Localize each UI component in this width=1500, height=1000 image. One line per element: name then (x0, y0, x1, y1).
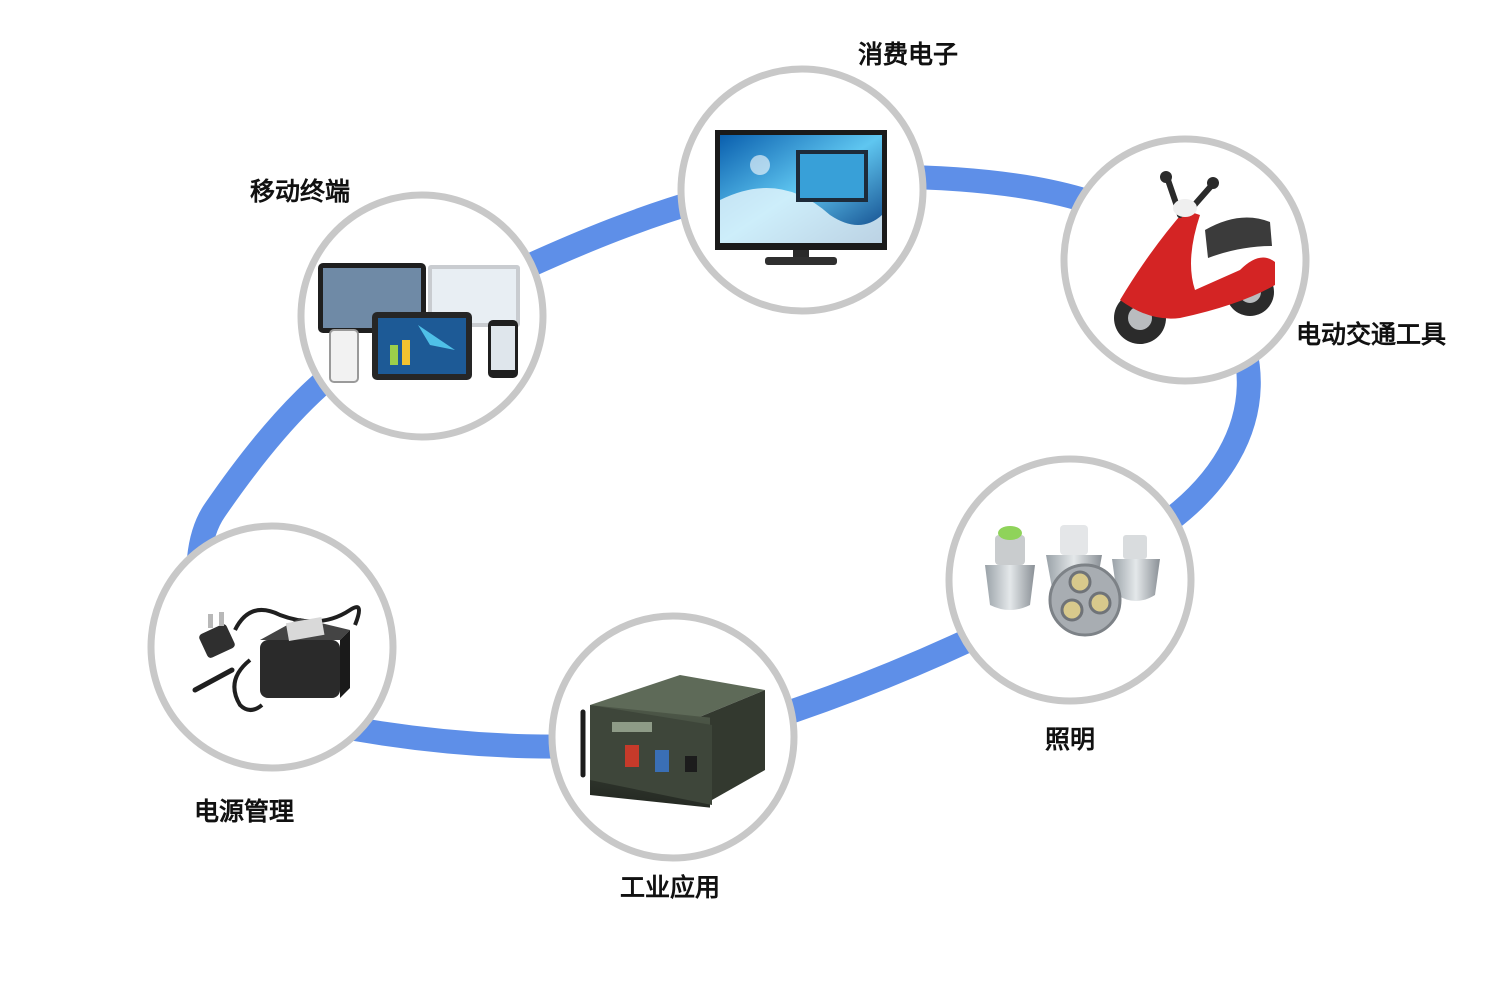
scooter-icon (1114, 171, 1275, 344)
label-mobile-terminals: 移动终端 (250, 177, 351, 206)
node-industrial-application (548, 612, 798, 862)
tablets-icon (318, 263, 520, 383)
node-consumer-electronics (677, 65, 927, 315)
node-mobile-terminals (297, 191, 547, 441)
label-power-management: 电源管理 (194, 797, 295, 826)
led-bulb-icon (985, 525, 1160, 637)
node-power-management (147, 522, 397, 772)
node-electric-vehicles (1060, 135, 1310, 385)
label-consumer-electronics: 消费电子 (858, 40, 959, 69)
label-electric-vehicles: 电动交通工具 (1296, 320, 1447, 349)
node-lighting (945, 455, 1195, 705)
label-lighting: 照明 (1045, 725, 1096, 754)
power-adapter-icon (192, 605, 361, 712)
tv-icon (715, 130, 887, 265)
label-industrial-application: 工业应用 (620, 873, 721, 902)
battery-cabinet-icon (580, 675, 765, 808)
